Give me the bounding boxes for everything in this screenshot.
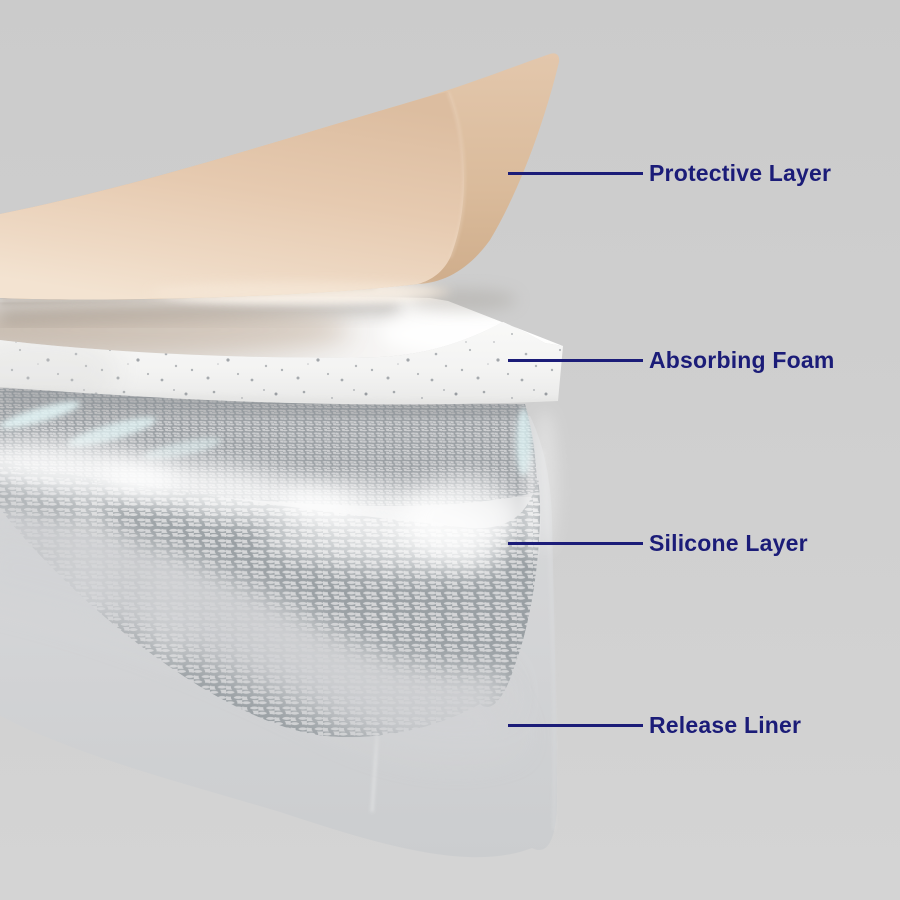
callout-absorbing-foam: Absorbing Foam xyxy=(508,344,835,376)
callout-protective-layer: Protective Layer xyxy=(508,157,831,189)
leader-line xyxy=(508,723,643,727)
leader-line xyxy=(508,358,643,362)
silicone-layer-graphic xyxy=(0,388,541,756)
callout-release-liner: Release Liner xyxy=(508,709,801,741)
protective-layer-face xyxy=(0,92,465,300)
label-release-liner: Release Liner xyxy=(649,711,802,738)
leader-line xyxy=(508,541,643,545)
leader-line xyxy=(508,171,643,175)
label-absorbing-foam: Absorbing Foam xyxy=(649,346,835,373)
callout-silicone-layer: Silicone Layer xyxy=(508,527,808,559)
label-silicone-layer: Silicone Layer xyxy=(649,529,808,556)
label-protective-layer: Protective Layer xyxy=(649,159,832,186)
protective-layer-graphic xyxy=(0,53,560,302)
absorbing-foam-graphic xyxy=(0,296,563,405)
